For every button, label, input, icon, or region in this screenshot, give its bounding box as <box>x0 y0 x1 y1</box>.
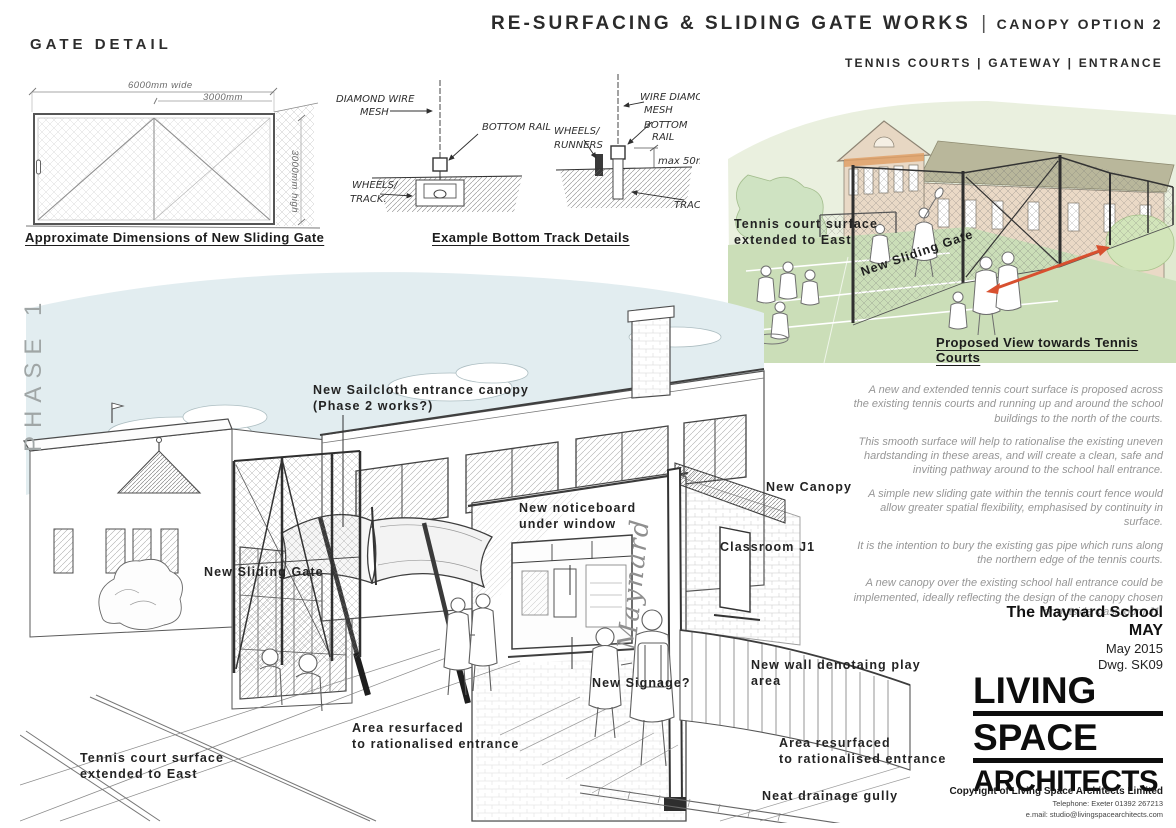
track-right-mesh-line2: MESH <box>644 105 673 116</box>
track-left-mesh-line1: DIAMOND WIRE <box>336 94 415 105</box>
main-sketch-drawing <box>20 272 911 823</box>
track-right-track: TRACK. <box>674 200 700 211</box>
track-details-caption: Example Bottom Track Details <box>432 230 630 245</box>
track-left-wheels-line2: TRACK. <box>350 194 387 205</box>
contact-details: Telephone: Exeter 01392 267213 e.mail: s… <box>1026 799 1163 820</box>
sliding-gate-label: New Sliding Gate <box>204 565 324 579</box>
pedestrian-figures <box>259 593 675 767</box>
description-paragraph: A simple new sliding gate within the ten… <box>868 487 1163 529</box>
drawing-date: May 2015 <box>1105 640 1163 656</box>
sheet-title-main: RE-SURFACING & SLIDING GATE WORKS <box>491 13 971 34</box>
track-left-mesh-line2: MESH <box>360 107 389 118</box>
sheet-title: RE-SURFACING & SLIDING GATE WORKS | CANO… <box>491 13 1163 35</box>
gate-dim-height: 3000mm high <box>289 150 300 214</box>
new-signage-label: New Signage? <box>592 676 691 690</box>
track-right-rail-line2: RAIL <box>652 132 674 143</box>
canopy-column-and-classroom <box>664 462 801 811</box>
title-block: The Maynard School MAY May 2015 Dwg. SK0… <box>1007 604 1163 673</box>
gate-detail-drawing <box>25 87 321 229</box>
track-left-wheels-line1: WHEELS/ <box>352 180 399 191</box>
copyright-note: Copyright of Living Space Architects Lim… <box>949 786 1163 797</box>
track-detail-left: DIAMOND WIRE MESH BOTTOM RAIL WHEELS/ TR… <box>336 80 551 212</box>
gate-dim-mid: 3000mm <box>203 92 243 103</box>
mesh-fence-gate <box>232 450 362 673</box>
contact-email: e.mail: studio@livingspacearchitects.com <box>1025 809 1163 819</box>
sheet-subtitle: TENNIS COURTS | GATEWAY | ENTRANCE <box>845 56 1163 70</box>
tennis-view-caption: Proposed View towards Tennis Courts <box>936 335 1139 365</box>
proposal-description: A new and extended tennis court surface … <box>851 383 1163 628</box>
resurfaced-area-label-right: Area resurfaced to rationalised entrance <box>779 736 947 766</box>
track-details-drawing: DIAMOND WIRE MESH BOTTOM RAIL WHEELS/ TR… <box>336 74 700 212</box>
tennis-surface-label-main: Tennis court surface extended to East <box>80 751 225 781</box>
track-right-max-dim: max 50mm <box>658 156 700 167</box>
contact-phone: Telephone: Exeter 01392 267213 <box>1052 799 1163 808</box>
project-code: MAY <box>1128 622 1163 640</box>
play-area-wall-label: New wall denotaing play area <box>751 658 921 688</box>
ground-lines <box>20 644 911 822</box>
tennis-figures <box>755 187 1022 345</box>
logo-line-architects: ARCHITECTS <box>973 765 1159 799</box>
gate-detail-caption: Approximate Dimensions of New Sliding Ga… <box>25 230 325 245</box>
logo-line-living: LIVING <box>973 670 1097 711</box>
gate-frame <box>25 102 321 229</box>
project-name: The Maynard School <box>1006 604 1163 621</box>
logo-line-space: SPACE <box>973 717 1098 759</box>
logo-bar <box>973 711 1163 717</box>
track-left-rail: BOTTOM RAIL <box>482 122 551 133</box>
track-right-wheels-line1: WHEELS/ <box>554 126 601 137</box>
track-detail-right: WIRE DIAMOND MESH BOTTOM RAIL WHEELS/ RU… <box>554 74 700 211</box>
classroom-j1-label: Classroom J1 <box>720 540 816 554</box>
logo-bar <box>973 758 1163 764</box>
description-paragraph: It is the intention to bury the existing… <box>857 539 1163 566</box>
tennis-surface-label: Tennis court surface extended to East <box>734 217 879 247</box>
gate-dim-width: 6000mm wide <box>128 80 193 91</box>
drainage-gully <box>579 784 841 823</box>
sailcloth-canopy-label: New Sailcloth entrance canopy (Phase 2 w… <box>313 383 529 413</box>
description-paragraph: This smooth surface will help to rationa… <box>858 435 1164 477</box>
drawing-number: Dwg. SK09 <box>1097 657 1163 673</box>
phase-label: PHASE 1 <box>20 294 47 452</box>
description-paragraph: A new and extended tennis court surface … <box>853 384 1163 425</box>
gate-detail-heading: GATE DETAIL <box>30 36 172 53</box>
left-hall-building <box>23 402 233 638</box>
sheet-title-option: CANOPY OPTION 2 <box>996 16 1163 32</box>
label-leader-lines <box>342 415 573 669</box>
tennis-fence-and-gate <box>851 155 1174 326</box>
resurfaced-area-label-center: Area resurfaced to rationalised entrance <box>352 721 520 751</box>
track-right-wheels-line2: RUNNERS <box>554 140 603 151</box>
play-area-wall <box>679 629 911 771</box>
track-right-rail-line1: BOTTOM <box>644 120 688 131</box>
noticeboard-label: New noticeboard under window <box>519 501 637 531</box>
tennis-view-drawing <box>728 101 1176 363</box>
living-space-architects-logo: LIVING SPACE ARCHITECTS <box>973 670 1163 799</box>
new-sliding-gate-arrow <box>986 245 1110 294</box>
track-right-mesh-line1: WIRE DIAMOND <box>640 92 700 103</box>
description-paragraph: A new canopy over the existing school ha… <box>853 577 1163 618</box>
new-canopy-label: New Canopy <box>766 480 853 494</box>
drainage-gully-label: Neat drainage gully <box>762 789 899 803</box>
sheet-title-divider: | <box>981 13 987 34</box>
